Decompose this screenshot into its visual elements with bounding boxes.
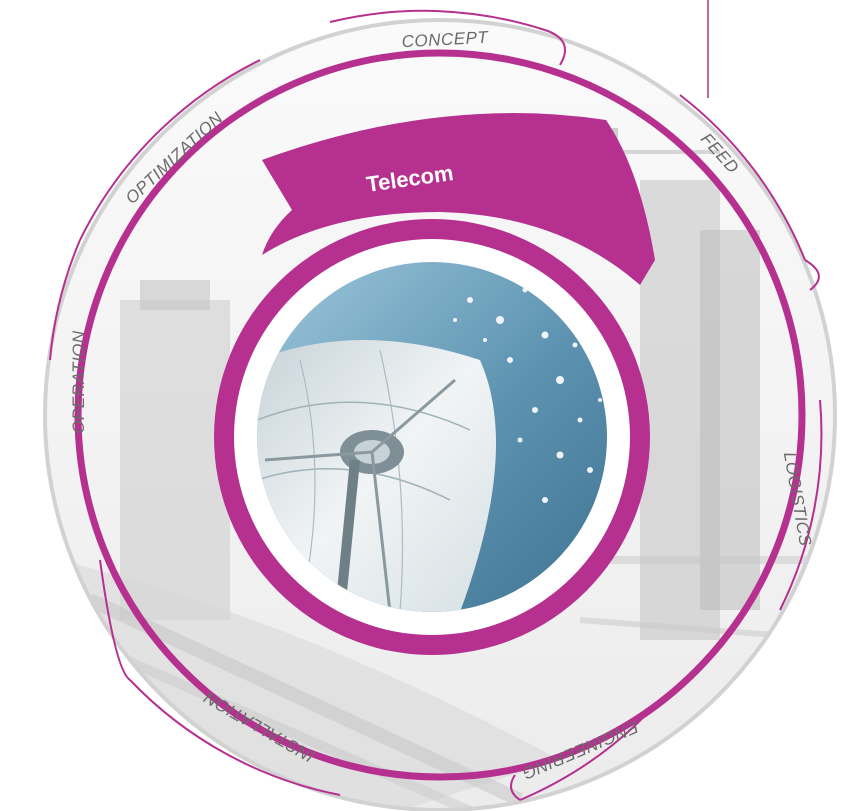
center-photo (257, 262, 607, 612)
phase-label-concept: CONCEPT (401, 28, 490, 52)
outer-ring (43, 18, 837, 811)
main-ring (74, 49, 806, 781)
phase-label-operation: OPERATION (69, 330, 88, 434)
title-banner (262, 113, 655, 285)
